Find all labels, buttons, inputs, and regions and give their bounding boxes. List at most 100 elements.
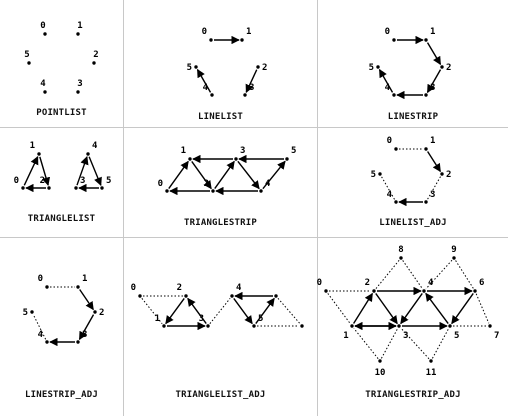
primitive-edge xyxy=(23,155,39,186)
primitive-edge xyxy=(76,156,89,186)
panel-title: LINELIST xyxy=(198,112,243,122)
vertex-label: 2 xyxy=(177,283,182,293)
adjacency-edge xyxy=(375,260,400,289)
vertex-dot xyxy=(324,289,328,293)
primitive-edge xyxy=(353,292,373,324)
primitive-edge xyxy=(245,69,258,94)
adjacency-edge xyxy=(427,176,441,200)
vertex-dot xyxy=(45,340,49,344)
vertex-dot xyxy=(21,186,25,190)
vertex-dot xyxy=(252,324,256,328)
vertex-dot xyxy=(76,285,80,289)
primitive-edge xyxy=(262,160,286,190)
vertex-dot xyxy=(43,32,47,36)
vertex-label: 3 xyxy=(430,190,435,200)
primitive-edge xyxy=(191,161,212,190)
vertex-label: 1 xyxy=(181,146,186,156)
vertex-label: 5 xyxy=(24,50,29,60)
vertex-dot xyxy=(394,200,398,204)
vertex-dot xyxy=(300,324,304,328)
vertex-dot xyxy=(240,38,244,42)
vertex-dot xyxy=(27,61,31,65)
vertex-label: 0 xyxy=(158,179,163,189)
vertex-label: 4 xyxy=(265,179,271,189)
vertex-label: 5 xyxy=(23,308,28,318)
vertex-label: 3 xyxy=(199,314,204,324)
adjacency-edge xyxy=(209,298,231,324)
vertex-label: 4 xyxy=(428,278,434,288)
vertex-label: 0 xyxy=(131,283,136,293)
vertex-dot xyxy=(209,38,213,42)
vertex-label: 5 xyxy=(371,170,376,180)
primitive-edge xyxy=(425,292,449,325)
vertex-label: 3 xyxy=(403,331,408,341)
vertex-dot xyxy=(424,147,428,151)
primitive-edge xyxy=(78,314,95,341)
primitive-edge xyxy=(214,160,235,189)
vertex-label: 3 xyxy=(80,176,85,186)
vertex-dot xyxy=(452,256,456,260)
vertex-label: 2 xyxy=(446,170,451,180)
adjacency-edge xyxy=(32,314,47,340)
vertex-dot xyxy=(86,152,90,156)
vertex-dot xyxy=(376,65,380,69)
vertex-label: 1 xyxy=(430,136,435,146)
vertex-label: 4 xyxy=(38,330,44,340)
vertex-dot xyxy=(76,340,80,344)
vertex-label: 1 xyxy=(343,331,348,341)
panel-title: TRIANGLESTRIP_ADJ xyxy=(365,390,461,400)
primitive-edge xyxy=(165,298,185,325)
primitive-edge xyxy=(427,151,441,173)
adjacency-edge xyxy=(277,297,301,325)
vertex-dot xyxy=(165,189,169,193)
vertex-dot xyxy=(76,90,80,94)
vertex-dot xyxy=(473,289,477,293)
vertex-label: 5 xyxy=(106,176,111,186)
vertex-label: 2 xyxy=(40,176,45,186)
vertex-dot xyxy=(440,65,444,69)
vertex-dot xyxy=(440,172,444,176)
vertex-dot xyxy=(259,189,263,193)
vertex-label: 2 xyxy=(365,278,370,288)
vertex-dot xyxy=(210,93,214,97)
vertex-dot xyxy=(234,157,238,161)
vertex-label: 2 xyxy=(93,50,98,60)
vertex-dot xyxy=(243,93,247,97)
vertex-dot xyxy=(37,152,41,156)
primitive-edge xyxy=(79,289,94,311)
vertex-label: 2 xyxy=(446,63,451,73)
vertex-dot xyxy=(397,324,401,328)
vertex-label: 6 xyxy=(479,278,484,288)
vertex-label: 1 xyxy=(82,274,87,284)
vertex-label: 2 xyxy=(262,63,267,73)
vertex-label: 4 xyxy=(385,83,391,93)
vertex-label: 3 xyxy=(430,83,435,93)
panel-title: TRIANGLELIST_ADJ xyxy=(175,390,266,400)
primitive-edge xyxy=(168,160,189,189)
vertex-label: 0 xyxy=(40,21,45,31)
vertex-label: 1 xyxy=(155,314,160,324)
vertex-label: 0 xyxy=(385,27,390,37)
vertex-label: 4 xyxy=(40,79,46,89)
vertex-dot xyxy=(74,186,78,190)
vertex-label: 5 xyxy=(258,314,263,324)
primitive-edge xyxy=(187,297,207,324)
adjacency-edge xyxy=(431,328,450,359)
vertex-dot xyxy=(256,65,260,69)
vertex-label: 5 xyxy=(369,63,374,73)
vertex-dot xyxy=(230,294,234,298)
vertex-dot xyxy=(378,359,382,363)
vertex-dot xyxy=(100,186,104,190)
vertex-label: 0 xyxy=(317,278,322,288)
vertex-label: 4 xyxy=(387,190,393,200)
